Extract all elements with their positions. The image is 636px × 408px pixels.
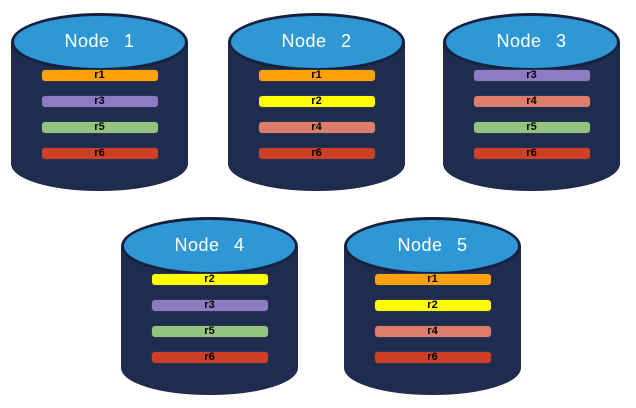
replica-label: r6	[94, 147, 105, 159]
database-node-3: Node 3 r3 r4 r5 r6	[443, 13, 620, 191]
cylinder-top: Node 4	[121, 217, 298, 275]
replica-label: r6	[311, 147, 322, 159]
replica-label: r2	[311, 95, 322, 107]
replica-bar-r6: r6	[472, 147, 591, 160]
replica-bar-r4: r4	[472, 95, 591, 108]
replica-list: r1 r2 r4 r6	[228, 69, 405, 160]
replica-label: r6	[526, 147, 537, 159]
replica-label: r5	[204, 325, 215, 337]
replica-label: r2	[204, 273, 215, 285]
replica-label: r4	[427, 325, 438, 337]
replica-label: r3	[204, 299, 215, 311]
node-title: Node 4	[174, 235, 245, 255]
replica-label: r3	[526, 69, 537, 81]
replica-list: r1 r3 r5 r6	[11, 69, 188, 160]
node-title: Node 5	[397, 235, 468, 255]
replica-label: r4	[311, 121, 322, 133]
replica-label: r1	[311, 69, 322, 81]
database-node-5: Node 5 r1 r2 r4 r6	[344, 217, 521, 395]
database-node-2: Node 2 r1 r2 r4 r6	[228, 13, 405, 191]
replica-bar-r2: r2	[150, 273, 269, 286]
replica-list: r3 r4 r5 r6	[443, 69, 620, 160]
replica-bar-r4: r4	[257, 121, 376, 134]
replica-bar-r6: r6	[150, 351, 269, 364]
cylinder-top: Node 1	[11, 13, 188, 71]
replica-bar-r2: r2	[373, 299, 492, 312]
replica-bar-r3: r3	[150, 299, 269, 312]
node-title: Node 2	[281, 31, 352, 51]
database-node-1: Node 1 r1 r3 r5 r6	[11, 13, 188, 191]
replica-bar-r3: r3	[40, 95, 159, 108]
replica-bar-r5: r5	[150, 325, 269, 338]
replica-bar-r1: r1	[257, 69, 376, 82]
replica-list: r1 r2 r4 r6	[344, 273, 521, 364]
replica-label: r1	[94, 69, 105, 81]
node-title: Node 1	[64, 31, 135, 51]
replica-bar-r3: r3	[472, 69, 591, 82]
replica-label: r5	[526, 121, 537, 133]
replica-list: r2 r3 r5 r6	[121, 273, 298, 364]
replica-label: r6	[204, 351, 215, 363]
replica-bar-r6: r6	[40, 147, 159, 160]
cylinder-top: Node 3	[443, 13, 620, 71]
replica-label: r5	[94, 121, 105, 133]
replica-bar-r6: r6	[373, 351, 492, 364]
replica-label: r6	[427, 351, 438, 363]
node-title: Node 3	[496, 31, 567, 51]
replica-bar-r1: r1	[373, 273, 492, 286]
replica-bar-r1: r1	[40, 69, 159, 82]
cylinder-top: Node 2	[228, 13, 405, 71]
cylinder-top: Node 5	[344, 217, 521, 275]
replica-bar-r2: r2	[257, 95, 376, 108]
replica-label: r4	[526, 95, 537, 107]
replica-bar-r5: r5	[472, 121, 591, 134]
replica-bar-r6: r6	[257, 147, 376, 160]
database-node-4: Node 4 r2 r3 r5 r6	[121, 217, 298, 395]
replica-label: r1	[427, 273, 438, 285]
replica-bar-r4: r4	[373, 325, 492, 338]
replica-label: r3	[94, 95, 105, 107]
replica-bar-r5: r5	[40, 121, 159, 134]
replica-label: r2	[427, 299, 438, 311]
